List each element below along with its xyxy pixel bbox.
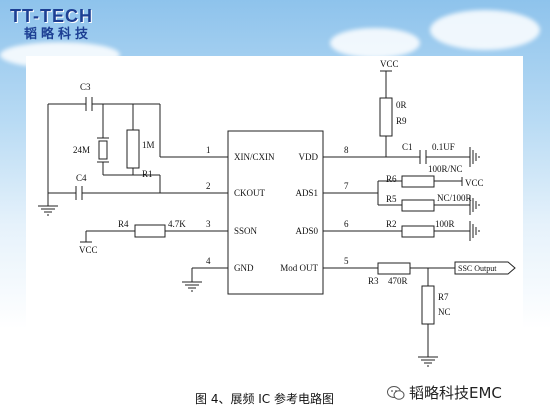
ground-symbol — [418, 356, 438, 367]
ground-symbol — [469, 147, 480, 167]
pin-number: 5 — [344, 256, 349, 266]
resistor-r6 — [401, 175, 435, 188]
label-c4: C4 — [76, 173, 87, 183]
label-c1: C1 — [402, 142, 413, 152]
caption-bar — [0, 384, 550, 411]
resistor-r5 — [401, 199, 435, 212]
label-xtal: 24M — [73, 145, 90, 155]
label-r6: R6 — [386, 174, 397, 184]
pin-number: 8 — [344, 145, 349, 155]
resistor-r4 — [134, 224, 166, 238]
watermark: 韬略科技EMC — [387, 382, 502, 403]
ground-symbol — [469, 195, 480, 215]
label-vcc-right: VCC — [465, 178, 484, 188]
pin-name: VDD — [299, 152, 319, 162]
pin-name: GND — [234, 263, 254, 273]
pin-name: XIN/CXIN — [234, 152, 275, 162]
pin-number: 4 — [206, 256, 211, 266]
brand-logo: TT-TECH 韬略科技 — [10, 6, 130, 44]
pin-number: 2 — [206, 181, 211, 191]
label-ssc-output: SSC Output — [458, 264, 497, 273]
label-r7: R7 — [438, 292, 449, 302]
brand-name-en: TT-TECH — [10, 6, 93, 26]
pin-number: 1 — [206, 145, 211, 155]
pin-name: ADS1 — [295, 188, 318, 198]
pin-name: ADS0 — [295, 226, 318, 236]
label-r3-value: 470R — [388, 276, 408, 286]
label-vcc-left: VCC — [79, 245, 98, 255]
schematic-sheet — [26, 56, 523, 384]
label-r2-value: 100R — [435, 219, 455, 229]
label-r9-value: 0R — [396, 100, 407, 110]
ground-symbol — [38, 205, 58, 216]
label-c1-value: 0.1UF — [432, 142, 455, 152]
ic-body — [227, 130, 324, 295]
resistor-r3 — [377, 262, 411, 275]
pin-name: CKOUT — [234, 188, 266, 198]
label-r3: R3 — [368, 276, 379, 286]
watermark-text: 韬略科技EMC — [409, 384, 502, 402]
label-r4-value: 4.7K — [168, 219, 186, 229]
label-r2: R2 — [386, 219, 397, 229]
ground-symbol — [469, 221, 480, 241]
pin-number: 6 — [344, 219, 349, 229]
label-r5: R5 — [386, 194, 397, 204]
pin-number: 7 — [344, 181, 349, 191]
crystal-24m — [98, 140, 108, 160]
label-r1-value: 1M — [142, 140, 155, 150]
label-r1: R1 — [142, 169, 153, 179]
label-r7-value: NC — [438, 307, 451, 317]
resistor-r7 — [421, 285, 435, 325]
label-vcc-top: VCC — [380, 59, 399, 69]
pin-number: 3 — [206, 219, 211, 229]
ssc-output-port — [454, 261, 516, 275]
cloud — [430, 10, 540, 50]
label-r4: R4 — [118, 219, 129, 229]
label-r6-value: 100R/NC — [428, 164, 463, 174]
pin-name: SSON — [234, 226, 258, 236]
cloud — [330, 28, 420, 58]
wechat-icon — [387, 385, 405, 400]
resistor-r1 — [126, 129, 140, 169]
brand-name-cn: 韬略科技 — [24, 27, 93, 42]
label-c3: C3 — [80, 82, 91, 92]
resistor-r2 — [401, 225, 435, 238]
resistor-r9 — [379, 97, 393, 137]
label-r5-value: NC/100R — [437, 193, 472, 203]
label-r9: R9 — [396, 116, 407, 126]
pin-name: Mod OUT — [280, 263, 318, 273]
ground-symbol — [182, 281, 202, 292]
figure-caption: 图 4、展频 IC 参考电路图 — [195, 392, 334, 406]
